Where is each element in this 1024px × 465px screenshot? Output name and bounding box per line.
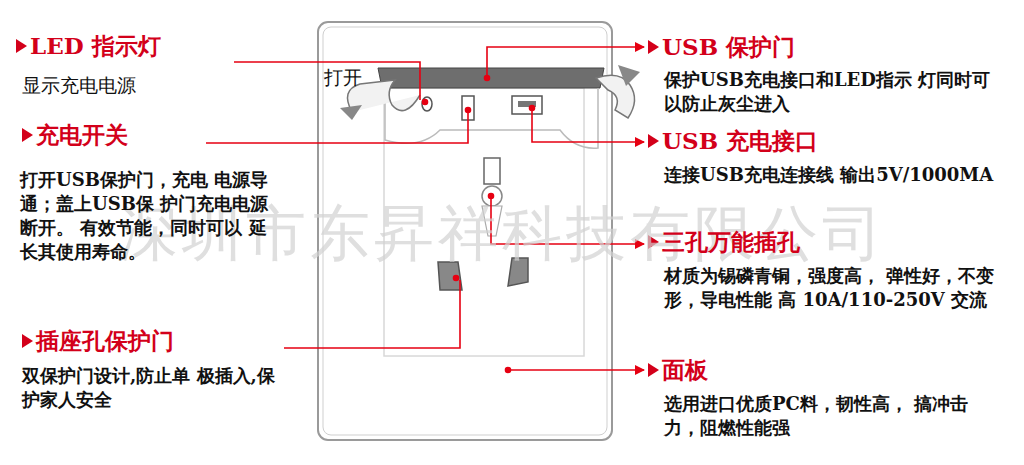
bullet <box>22 334 33 348</box>
callout-text: 材质为锡磷青铜，强度高， 弹性好，不变形，导电性能 高 10A/110-250V… <box>664 264 1004 312</box>
callout-text: 保护USB充电接口和LED指示 灯同时可以防止灰尘进入 <box>664 68 1004 116</box>
arrow-head <box>340 105 362 120</box>
earth-slot <box>484 158 500 184</box>
bullet <box>22 128 33 142</box>
usb-door <box>378 68 604 88</box>
callout-title: 插座孔保护门 <box>36 327 174 355</box>
callout-text: 打开USB保护门，充电 电源导通；盖上USB保 护门充电电源断开。 有效节能，同… <box>20 168 270 264</box>
leader-dot <box>466 108 471 113</box>
leader-line <box>206 112 468 143</box>
leader-dot <box>454 276 459 281</box>
callout-text: 显示充电电源 <box>22 74 136 96</box>
bullet <box>648 134 659 148</box>
callout-title: 面板 <box>662 356 708 384</box>
led <box>422 97 432 111</box>
leader-line <box>487 47 644 78</box>
callout-text: 双保护门设计,防止单 极插入,保护家人安全 <box>22 364 282 412</box>
leader-dot <box>530 106 535 111</box>
callout-title: 充电开关 <box>36 121 128 149</box>
leader-line <box>508 369 644 371</box>
action-label: 打开 <box>324 66 362 88</box>
callout-text: 选用进口优质PC料，韧性高， 搞冲击力，阻燃性能强 <box>664 392 1004 440</box>
leader-line <box>234 62 420 100</box>
callout-title: 三孔万能插孔 <box>662 228 800 256</box>
leader-dot <box>489 194 494 199</box>
callout-text: 连接USB充电连接线 输出5V/1000MA <box>664 163 1004 187</box>
bullet <box>648 363 659 377</box>
leader-dot <box>423 100 428 105</box>
arrow-head <box>618 65 640 86</box>
bullet <box>16 39 27 53</box>
leader-line <box>284 280 460 348</box>
leader-dot <box>506 368 511 373</box>
callout-title: USB 保护门 <box>662 33 795 61</box>
bullet <box>648 40 659 54</box>
leader-dot <box>485 76 490 81</box>
leader-line <box>532 108 644 142</box>
usb-port <box>512 96 542 114</box>
callout-title: USB 充电接口 <box>662 127 818 155</box>
callout-title: LED 指示灯 <box>30 32 161 60</box>
